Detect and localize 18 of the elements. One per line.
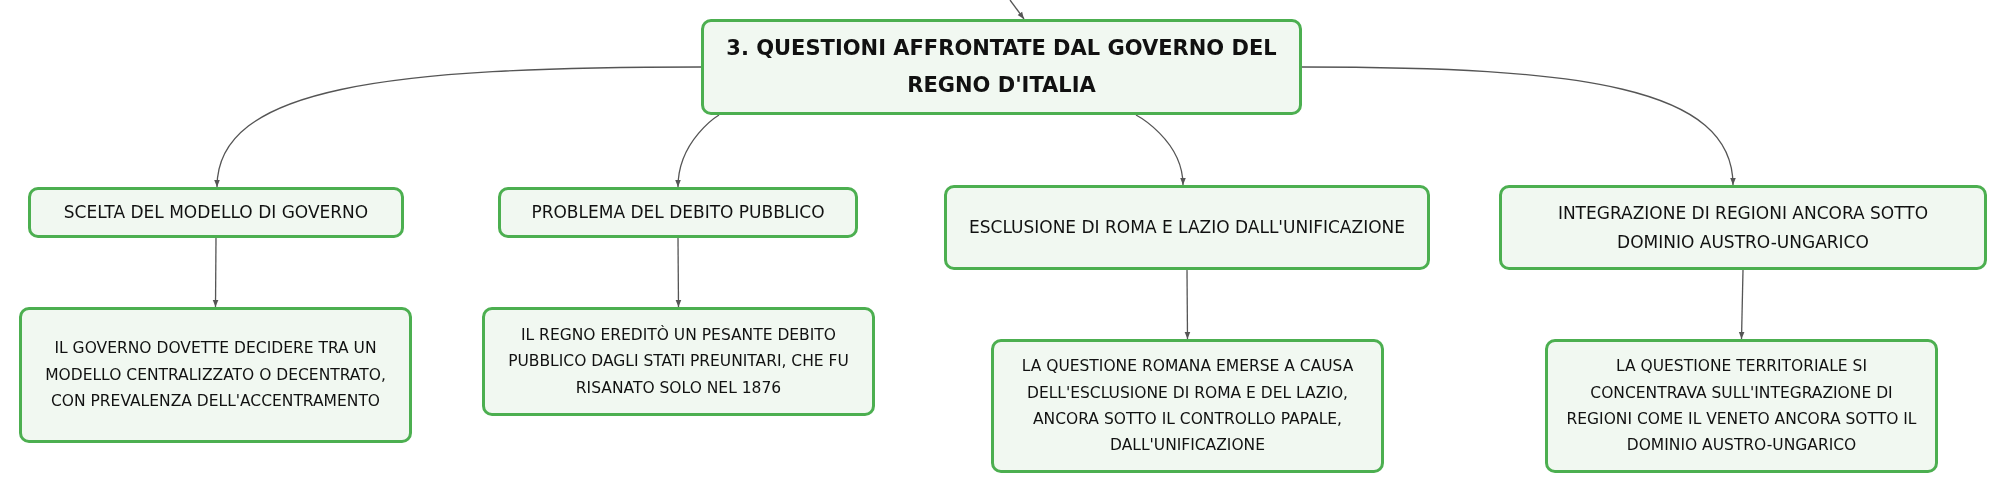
connector-arrow <box>215 66 702 188</box>
detail-box: IL REGNO EREDITÒ UN PESANTE DEBITO PUBBLICO DAGLI STATI PREUNITARI, CHE FU RISANATO SOLO NEL 1876 <box>482 307 875 416</box>
topic-box: ESCLUSIONE DI ROMA E LAZIO DALL'UNIFICAZIONE <box>944 185 1430 270</box>
topic-box: PROBLEMA DEL DEBITO PUBBLICO <box>498 187 858 238</box>
connector-arrow <box>212 237 219 308</box>
connector-arrow <box>1135 114 1186 186</box>
connector-arrow <box>1184 269 1191 340</box>
topic-box: INTEGRAZIONE DI REGIONI ANCORA SOTTO DOMINIO AUSTRO-UNGARICO <box>1499 185 1987 270</box>
connector-arrow <box>1738 269 1745 340</box>
detail-box: LA QUESTIONE ROMANA EMERSE A CAUSA DELL'ESCLUSIONE DI ROMA E DEL LAZIO, ANCORA SOTTO IL CONTROLLO PAPALE, DALL'UNIFICAZIONE <box>991 339 1384 473</box>
detail-box: IL GOVERNO DOVETTE DECIDERE TRA UN MODELLO CENTRALIZZATO O DECENTRATO, CON PREVALENZA DELL'ACCENTRAMENTO <box>19 307 412 443</box>
detail-box: LA QUESTIONE TERRITORIALE SI CONCENTRAVA SULL'INTEGRAZIONE DI REGIONI COME IL VENETO ANCORA SOTTO IL DOMINIO AUSTRO-UNGARICO <box>1545 339 1938 473</box>
connector-arrow <box>1301 66 1735 186</box>
topic-box: SCELTA DEL MODELLO DI GOVERNO <box>28 187 404 238</box>
connector-arrow <box>675 114 720 188</box>
connector-arrow <box>675 237 682 308</box>
central-topic-box: 3. QUESTIONI AFFRONTATE DAL GOVERNO DEL REGNO D'ITALIA <box>701 19 1302 115</box>
connector-arrow <box>1009 0 1025 20</box>
